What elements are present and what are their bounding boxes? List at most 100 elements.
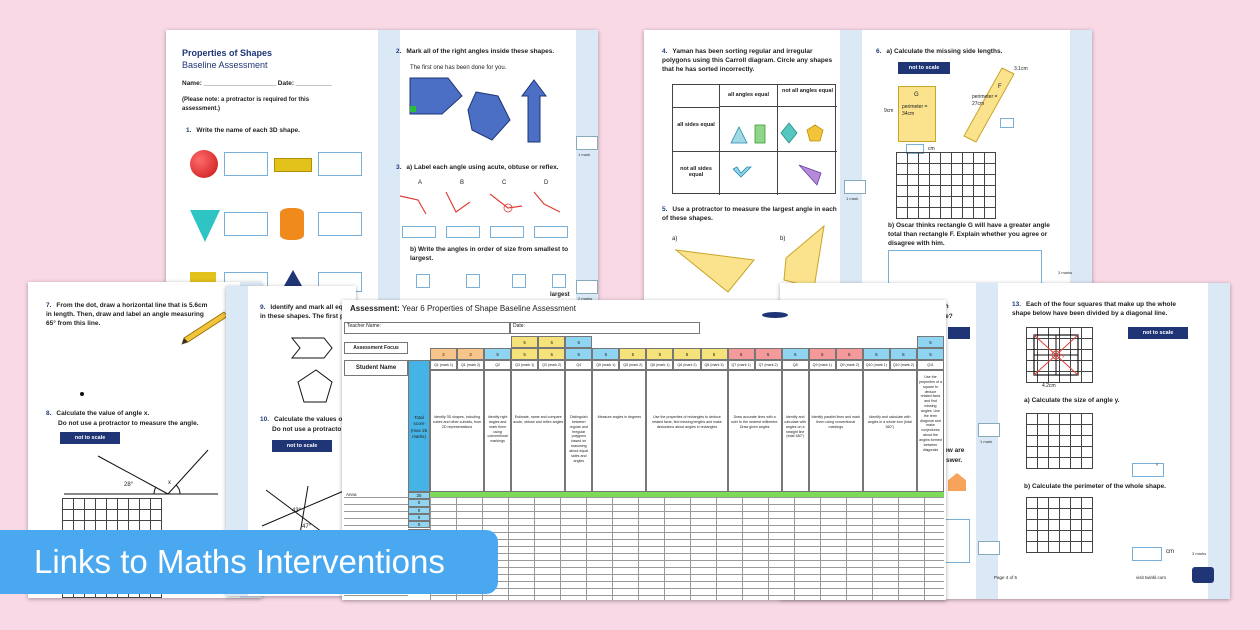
total-score-header: Total score (max 25 marks) (408, 360, 430, 492)
not-to-scale-tag: not to scale (272, 440, 332, 452)
interventions-banner[interactable]: Links to Maths Interventions (0, 530, 498, 594)
descriptor-cell: Identify and calculate with angles in a … (862, 370, 917, 492)
cm-unit: cm (1166, 549, 1174, 555)
carroll-diagram: all angles equal not all angles equal al… (672, 84, 837, 195)
margin-strip (840, 30, 862, 300)
shape-name-box[interactable] (318, 152, 362, 176)
degree-unit: ° (1156, 464, 1159, 470)
student-name-cell[interactable]: Anna (346, 492, 357, 497)
mark-value-cell: 5 (538, 336, 566, 348)
order-box[interactable] (416, 274, 430, 288)
dimension-label: 4.2cm (1042, 383, 1056, 389)
question-column-header: Q5 (mark 2) (619, 360, 647, 370)
angle-answer-box[interactable] (1132, 463, 1164, 477)
question-column-header: Q3 (mark 1) (511, 360, 539, 370)
shape-name-box[interactable] (224, 212, 268, 236)
worksheet-subtitle: Baseline Assessment (182, 60, 268, 70)
mark-box[interactable] (844, 180, 866, 194)
descriptor-row: Identify 3D shapes, including cubes and … (408, 370, 944, 492)
mark-label: 1 mark (578, 152, 591, 157)
mark-box[interactable] (576, 280, 598, 294)
rectangle-g-side: 9cm (884, 108, 894, 114)
teacher-name-cell[interactable]: Teacher Name: (344, 322, 510, 334)
question-column-header: Q1 (mark 1) (430, 360, 458, 370)
descriptor-cell: Identify parallel lines and mark them us… (808, 370, 863, 492)
shape-name-box[interactable] (318, 212, 362, 236)
mark-label: 1 mark (846, 196, 859, 201)
angle-43-label: 43° (292, 508, 302, 514)
mark-box[interactable] (978, 541, 1000, 555)
descriptor-cell: Draw accurate lines with a ruler to the … (727, 370, 782, 492)
order-box[interactable] (512, 274, 526, 288)
worksheet-title: Properties of Shapes (182, 48, 273, 58)
length-answer-box[interactable] (1000, 118, 1014, 128)
descriptor-cell: Use the properties of a square to deduce… (916, 370, 944, 492)
mark-value-cell: 5 (673, 348, 701, 360)
question-column-header: Q6 (mark 3) (700, 360, 728, 370)
order-box[interactable] (466, 274, 480, 288)
question-13: 13.Each of the four squares that make up… (1012, 301, 1176, 317)
not-to-scale-tag: not to scale (60, 432, 120, 444)
total-score-cell: 0 (408, 506, 430, 514)
question-2-sub: The first one has been done for you. (410, 65, 507, 71)
score-grid[interactable] (430, 497, 944, 600)
mark-value-cell: 5 (592, 348, 620, 360)
question-8: 8.Calculate the value of angle x. (46, 410, 150, 417)
mark-label: 2 marks (578, 296, 593, 301)
angle-answer-box[interactable] (490, 226, 524, 238)
angle-x-label: x (168, 480, 171, 486)
angle-drawings (399, 191, 561, 215)
order-box[interactable] (552, 274, 566, 288)
mark-value-cell: 5 (754, 348, 782, 360)
question-column-header: Q8 (781, 360, 809, 370)
twinkl-logo (1192, 567, 1214, 583)
pentagon-shape (409, 77, 463, 115)
mark-label: 3 marks (1058, 270, 1073, 275)
not-to-scale-tag (948, 327, 970, 339)
mark-value-cell: 5 (565, 348, 593, 360)
question-10-sub: Do not use a protracto (272, 426, 342, 433)
mark-box[interactable] (576, 136, 598, 150)
question-13b: b) Calculate the perimeter of the whole … (1024, 483, 1166, 490)
angle-answer-box[interactable] (402, 226, 436, 238)
angle-47-label: 47° (302, 524, 312, 530)
mark-value-cell: 5 (511, 336, 539, 348)
margin-strip (226, 286, 248, 596)
total-score-cell: 0 (408, 499, 430, 507)
question-column-header: Q6 (mark 1) (646, 360, 674, 370)
question-column-header: Q1 (mark 2) (457, 360, 485, 370)
angle-label-d: D (544, 180, 549, 186)
arrow-shape (521, 79, 547, 143)
mark-box[interactable] (978, 423, 1000, 437)
angle-answer-box[interactable] (534, 226, 568, 238)
name-date-line: Name: ____________________ Date: _______… (182, 80, 332, 87)
margin-strip (378, 30, 400, 308)
mark-value-cell: 5 (727, 348, 755, 360)
mark-value-cell: 5 (916, 336, 944, 348)
mark-value-cell: 2 (430, 348, 458, 360)
worksheet-page-1: Properties of Shapes Baseline Assessment… (166, 30, 598, 308)
angle-answer-box[interactable] (446, 226, 480, 238)
cm-unit: cm (928, 146, 935, 152)
mark-value-cell: 5 (646, 348, 674, 360)
shape-name-box[interactable] (224, 152, 268, 176)
footer-url: visit twinkl.com (1136, 575, 1167, 580)
partial-text: low are (942, 447, 965, 454)
rectangle-f-perimeter: perimeter = 27cm (972, 94, 998, 107)
total-score-cell: 25 (408, 492, 430, 500)
rectangle-g (898, 86, 936, 142)
perimeter-answer-box[interactable] (1132, 547, 1162, 561)
assessment-focus-label: Assessment Focus (344, 342, 408, 354)
page-footer: Page 4 of 5 (994, 575, 1018, 580)
mark-value-cell: 5 (700, 348, 728, 360)
angle-28-label: 28° (124, 482, 134, 488)
cone-shape (190, 210, 220, 242)
question-column-header: Q9 (mark 1) (808, 360, 836, 370)
date-cell[interactable]: Date: (510, 322, 700, 334)
descriptor-cell: Use the properties of rectangles to dedu… (646, 370, 728, 492)
descriptor-cell: Identify right angles and mark them usin… (484, 370, 512, 492)
question-10: 10.Calculate the values of (260, 416, 345, 423)
angle-label-a: A (418, 180, 423, 186)
